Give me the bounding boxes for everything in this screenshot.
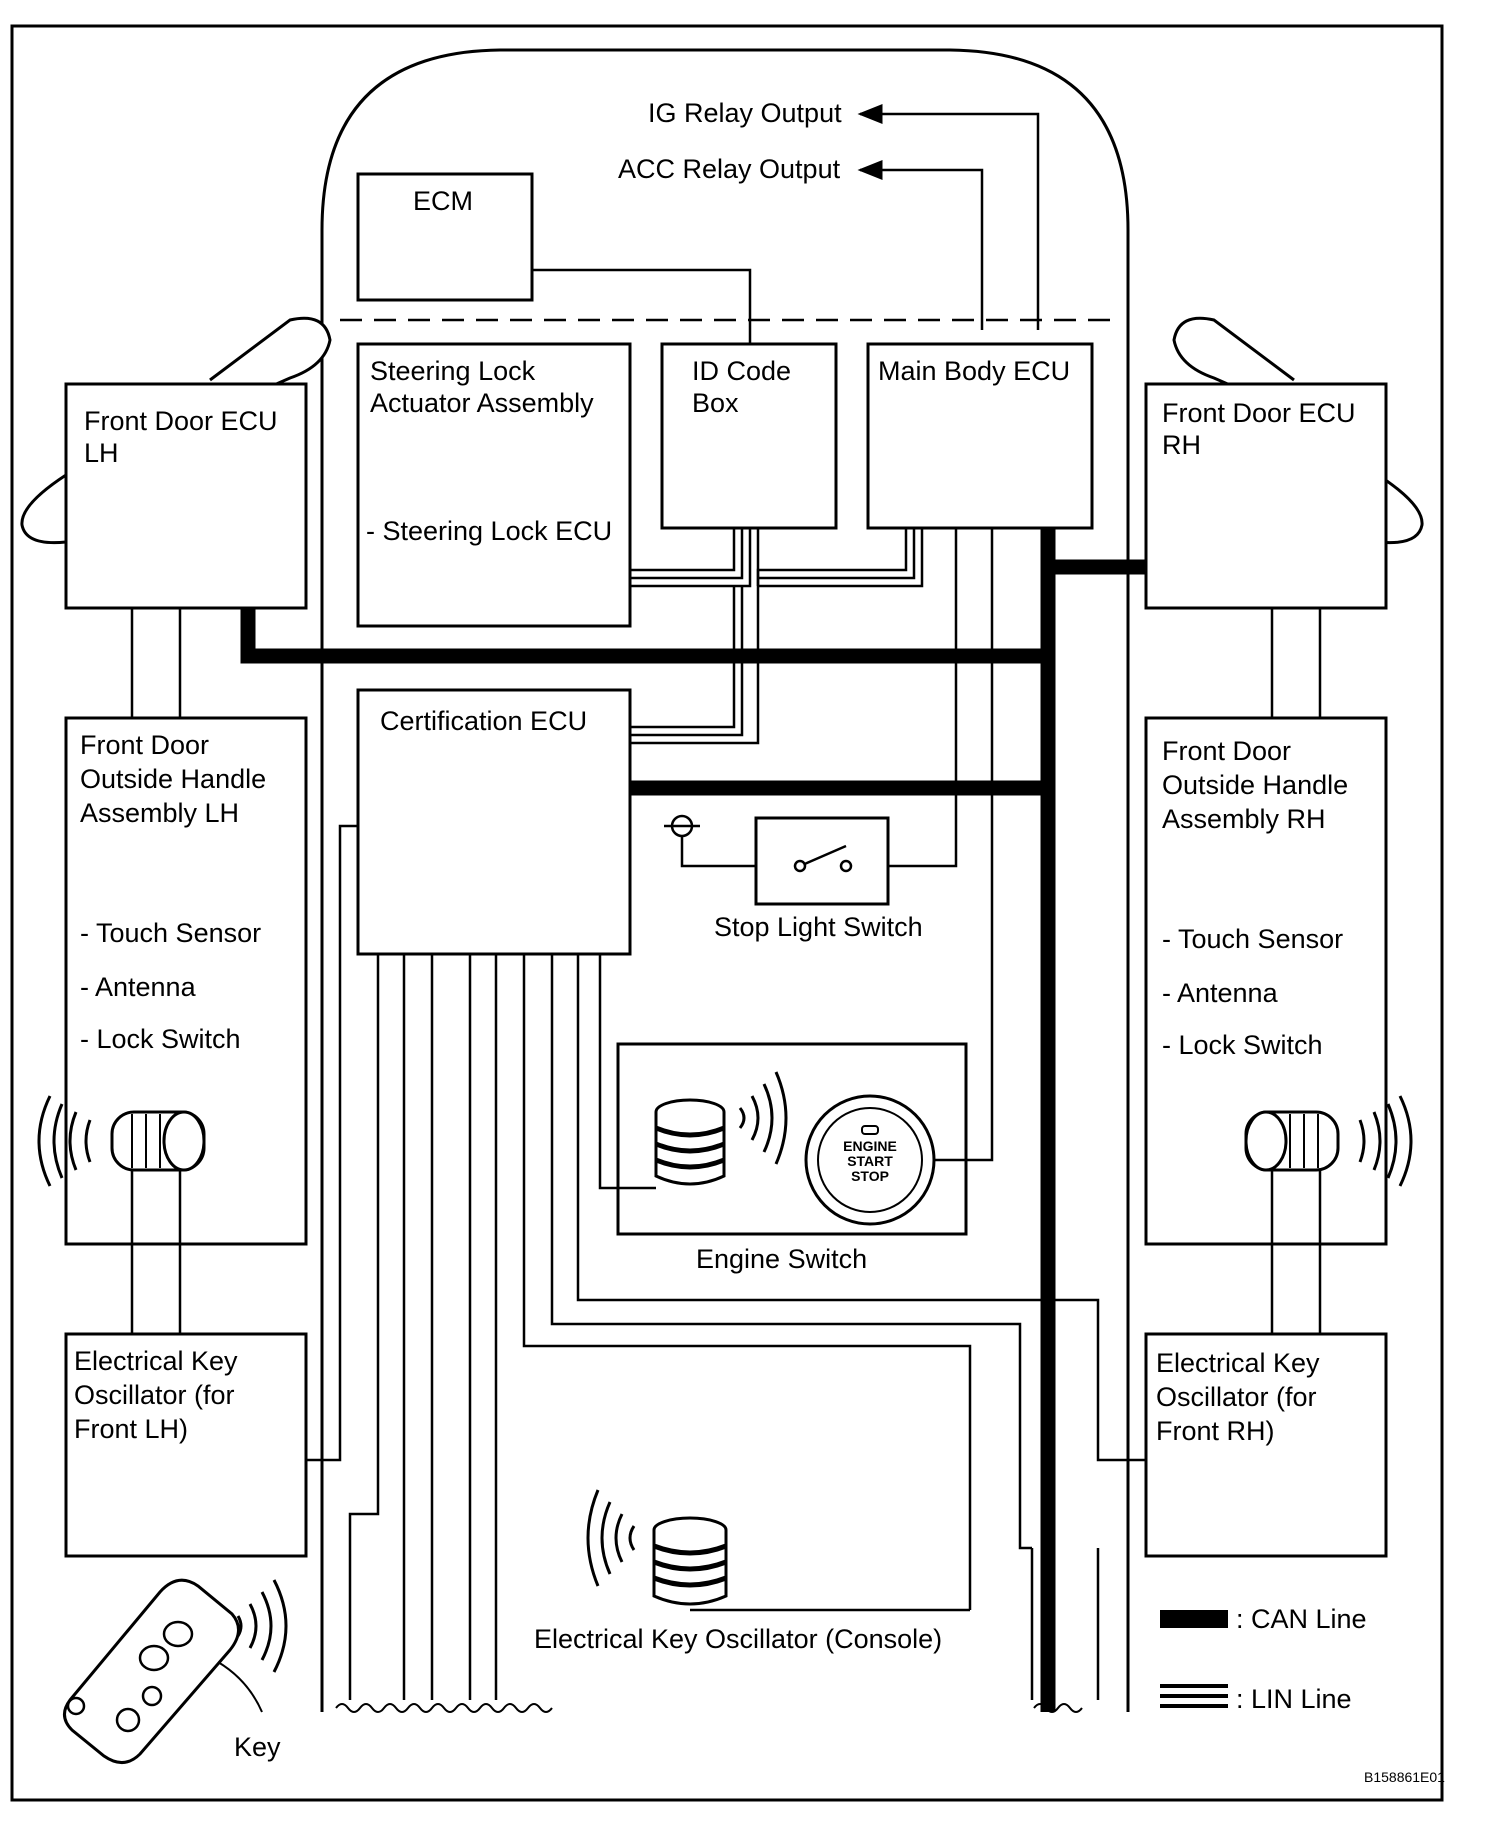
key-label: Key xyxy=(234,1732,281,1762)
figure-id: B158861E01 xyxy=(1364,1769,1445,1785)
front-door-ecu-lh-label-1: Front Door ECU xyxy=(84,406,278,436)
steering-lock-label-2: Actuator Assembly xyxy=(370,388,594,418)
main-body-ecu-label: Main Body ECU xyxy=(878,356,1070,386)
osc-console-label: Electrical Key Oscillator (Console) xyxy=(534,1624,942,1654)
ecm-wire xyxy=(532,268,752,345)
handle-lh-label-1: Front Door xyxy=(80,730,209,760)
engine-switch-label: Engine Switch xyxy=(696,1244,867,1274)
button-stop-text: STOP xyxy=(851,1168,889,1184)
key-fob-icon[interactable] xyxy=(63,1578,288,1764)
osc-rh-box xyxy=(1144,1332,1388,1558)
ecm-label: ECM xyxy=(413,186,473,216)
main-body-ecu-box xyxy=(866,342,1094,530)
osc-rh-label-1: Electrical Key xyxy=(1156,1348,1320,1378)
button-engine-text: ENGINE xyxy=(843,1138,897,1154)
handle-rh-antenna: - Antenna xyxy=(1162,978,1279,1008)
vehicle-outline xyxy=(320,48,1130,1712)
outer-frame xyxy=(10,24,1444,1802)
acc-relay-label: ACC Relay Output xyxy=(618,154,841,184)
legend-lin-label: : LIN Line xyxy=(1236,1684,1352,1714)
engine-switch-wire xyxy=(934,528,994,1162)
legend: : CAN Line : LIN Line xyxy=(1160,1604,1367,1714)
handle-rh-label-1: Front Door xyxy=(1162,736,1291,766)
mirror-rh xyxy=(1172,316,1424,545)
button-start-text: START xyxy=(847,1153,893,1169)
break-marks xyxy=(335,1548,1100,1713)
legend-can-label: : CAN Line xyxy=(1236,1604,1367,1634)
can-bus xyxy=(240,528,1146,1712)
certification-ecu-box xyxy=(356,688,632,956)
ecm-box xyxy=(356,172,534,302)
osc-lh-label-3: Front LH) xyxy=(74,1414,188,1444)
legend-can-swatch xyxy=(1160,1610,1228,1628)
handle-lh-touch-sensor: - Touch Sensor xyxy=(80,918,261,948)
front-door-ecu-rh-label-2: RH xyxy=(1162,430,1201,460)
osc-lh-box xyxy=(64,1332,308,1558)
certification-ecu-label: Certification ECU xyxy=(380,706,587,736)
steering-lock-box xyxy=(356,342,632,628)
antenna-coil-lh-icon xyxy=(37,1095,206,1187)
lin-line-id-code xyxy=(630,528,760,745)
ig-relay-label: IG Relay Output xyxy=(648,98,842,128)
stop-light-switch xyxy=(664,528,958,906)
steering-lock-ecu-label: - Steering Lock ECU xyxy=(366,516,612,546)
handle-rh-lock-switch: - Lock Switch xyxy=(1162,1030,1323,1060)
osc-rh-label-2: Oscillator (for xyxy=(1156,1382,1317,1412)
ig-relay-wire xyxy=(857,104,1040,330)
console-oscillator-coil-icon xyxy=(586,1489,728,1606)
osc-rh-label-3: Front RH) xyxy=(1156,1416,1275,1446)
stop-light-switch-label: Stop Light Switch xyxy=(714,912,923,942)
front-door-ecu-lh-label-2: LH xyxy=(84,438,119,468)
handle-lh-label-2: Outside Handle xyxy=(80,764,266,794)
steering-lock-label-1: Steering Lock xyxy=(370,356,536,386)
front-door-ecu-lh-box xyxy=(64,382,308,610)
id-code-box xyxy=(660,342,838,530)
handle-rh-label-3: Assembly RH xyxy=(1162,804,1326,834)
handle-lh-label-3: Assembly LH xyxy=(80,798,239,828)
lh-connectors xyxy=(130,608,182,1334)
antenna-coil-rh-icon xyxy=(1244,1095,1413,1187)
certification-output-wires xyxy=(306,824,1146,1700)
engine-start-stop-button[interactable]: ENGINE START STOP xyxy=(804,1094,936,1226)
id-code-label-1: ID Code xyxy=(692,356,791,386)
front-door-ecu-rh-label-1: Front Door ECU xyxy=(1162,398,1356,428)
rh-connectors xyxy=(1270,608,1322,1334)
acc-relay-wire xyxy=(857,160,984,330)
handle-rh-touch-sensor: - Touch Sensor xyxy=(1162,924,1343,954)
engine-switch-coil-icon xyxy=(654,1071,788,1186)
osc-lh-label-1: Electrical Key xyxy=(74,1346,238,1376)
handle-rh-label-2: Outside Handle xyxy=(1162,770,1348,800)
lin-line-main-body xyxy=(756,528,924,588)
osc-lh-label-2: Oscillator (for xyxy=(74,1380,235,1410)
mirror-lh xyxy=(20,316,332,545)
handle-lh-antenna: - Antenna xyxy=(80,972,197,1002)
handle-lh-lock-switch: - Lock Switch xyxy=(80,1024,241,1054)
id-code-label-2: Box xyxy=(692,388,739,418)
front-door-ecu-rh-box xyxy=(1144,382,1388,610)
